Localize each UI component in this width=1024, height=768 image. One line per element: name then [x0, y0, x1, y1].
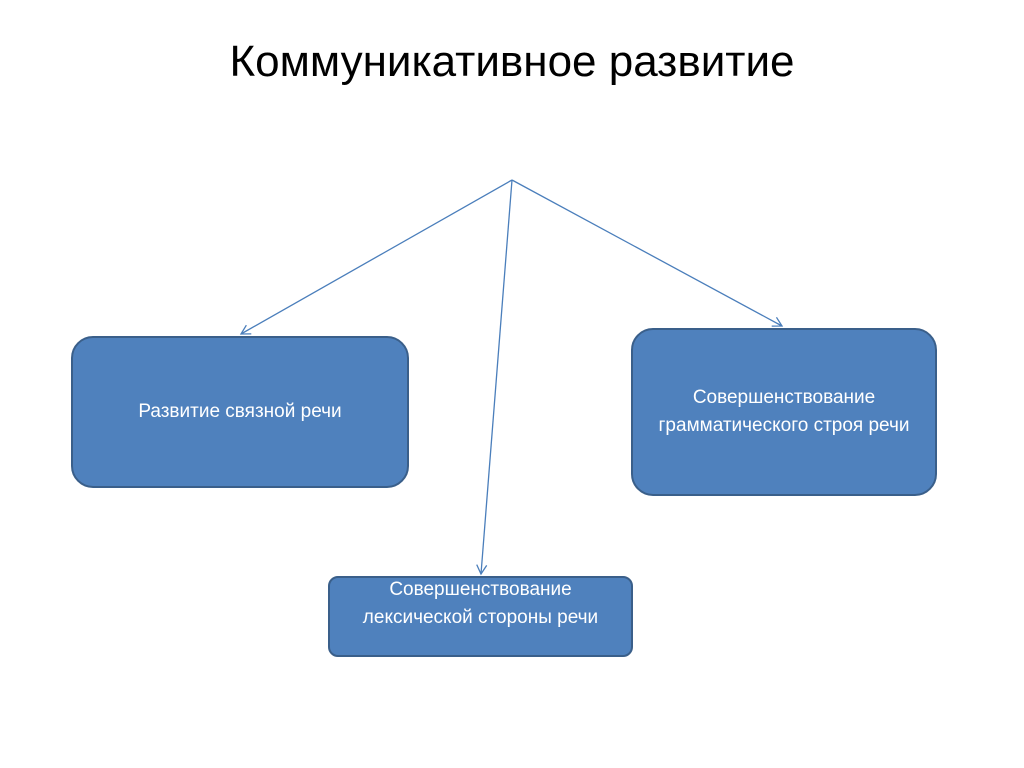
box-grammar-structure: Совершенствование грамматического строя … — [631, 328, 937, 496]
connector-to-right-box — [511, 179, 784, 327]
box-lexical-side-label: Совершенствование лексической стороны ре… — [362, 579, 599, 628]
box-lexical-side: Совершенствование лексической стороны ре… — [328, 576, 633, 657]
connector-to-bottom-box — [476, 179, 513, 576]
box-coherent-speech-label: Развитие связной речи — [138, 401, 342, 422]
slide-title: Коммуникативное развитие — [229, 37, 795, 86]
box-coherent-speech: Развитие связной речи — [71, 336, 409, 488]
connector-to-left-box — [239, 179, 513, 335]
box-grammar-structure-label: Совершенствование грамматического строя … — [658, 387, 910, 436]
